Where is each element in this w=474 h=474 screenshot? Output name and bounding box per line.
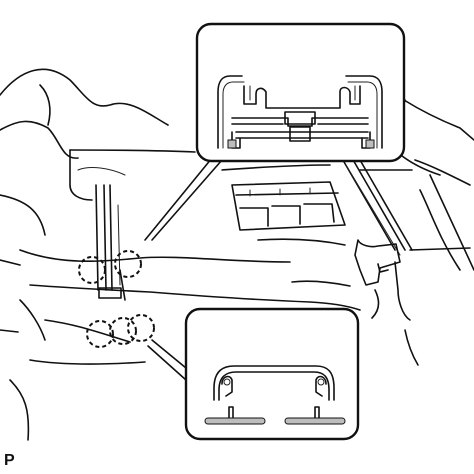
clip-marker bbox=[109, 317, 137, 345]
clip-marker bbox=[127, 314, 155, 342]
clip-markers bbox=[78, 250, 155, 348]
detail-callout-lower bbox=[184, 307, 360, 441]
clip-marker bbox=[86, 320, 114, 348]
leader-lines bbox=[144, 157, 223, 381]
clip-marker bbox=[78, 256, 106, 284]
detail-callout-upper bbox=[195, 22, 406, 163]
figure-label: P bbox=[4, 452, 15, 469]
clip-marker bbox=[114, 250, 142, 278]
dashboard-assembly bbox=[0, 68, 474, 441]
